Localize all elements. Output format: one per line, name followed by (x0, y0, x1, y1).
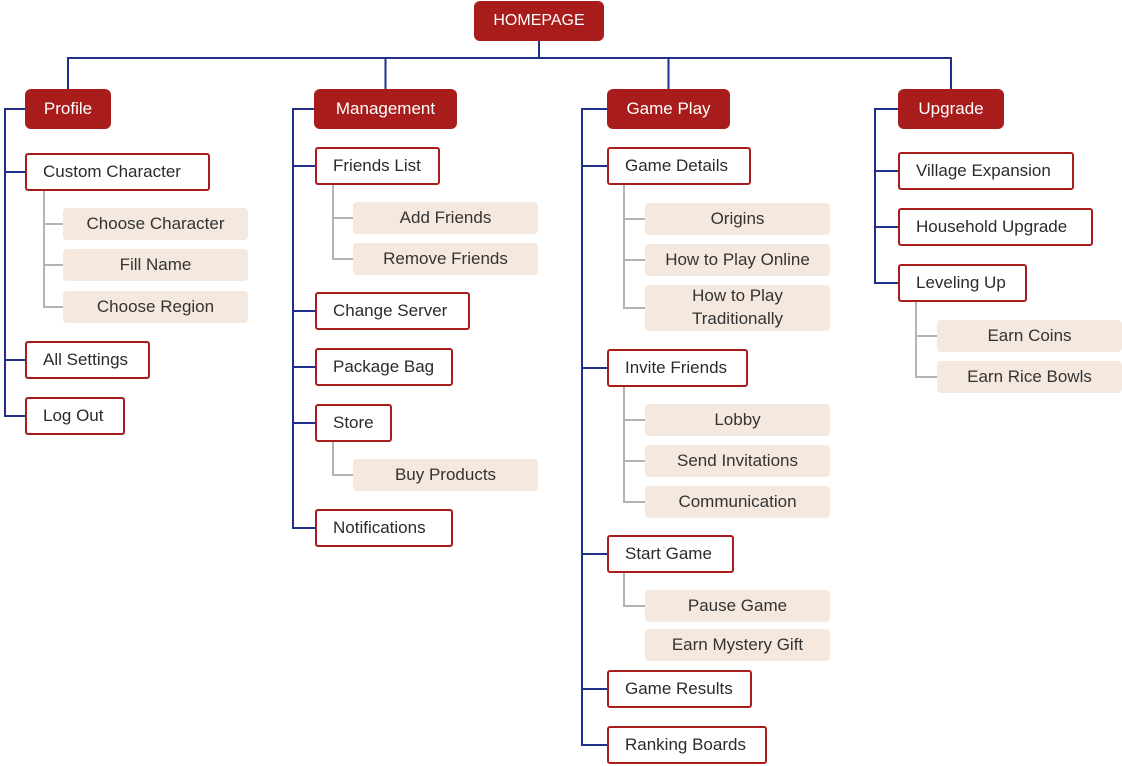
node-log-out[interactable]: Log Out (25, 397, 125, 435)
leaf-remove-friends[interactable]: Remove Friends (353, 243, 538, 275)
node-game-results[interactable]: Game Results (607, 670, 752, 708)
node-invite-friends[interactable]: Invite Friends (607, 349, 748, 387)
category-management[interactable]: Management (314, 89, 457, 129)
node-ranking-boards[interactable]: Ranking Boards (607, 726, 767, 764)
node-leveling-up[interactable]: Leveling Up (898, 264, 1027, 302)
node-custom-character[interactable]: Custom Character (25, 153, 210, 191)
node-household-upgrade[interactable]: Household Upgrade (898, 208, 1093, 246)
leaf-origins[interactable]: Origins (645, 203, 830, 235)
category-game-play[interactable]: Game Play (607, 89, 730, 129)
node-package-bag[interactable]: Package Bag (315, 348, 453, 386)
leaf-choose-character[interactable]: Choose Character (63, 208, 248, 240)
leaf-how-to-play-traditionally[interactable]: How to Play Traditionally (645, 285, 830, 331)
leaf-buy-products[interactable]: Buy Products (353, 459, 538, 491)
leaf-choose-region[interactable]: Choose Region (63, 291, 248, 323)
leaf-earn-rice-bowls[interactable]: Earn Rice Bowls (937, 361, 1122, 393)
leaf-send-invitations[interactable]: Send Invitations (645, 445, 830, 477)
node-all-settings[interactable]: All Settings (25, 341, 150, 379)
leaf-how-to-play-online[interactable]: How to Play Online (645, 244, 830, 276)
leaf-fill-name[interactable]: Fill Name (63, 249, 248, 281)
node-notifications[interactable]: Notifications (315, 509, 453, 547)
leaf-earn-mystery-gift[interactable]: Earn Mystery Gift (645, 629, 830, 661)
node-friends-list[interactable]: Friends List (315, 147, 440, 185)
category-profile[interactable]: Profile (25, 89, 111, 129)
leaf-earn-coins[interactable]: Earn Coins (937, 320, 1122, 352)
node-change-server[interactable]: Change Server (315, 292, 470, 330)
node-game-details[interactable]: Game Details (607, 147, 751, 185)
root-node-homepage[interactable]: HOMEPAGE (474, 1, 604, 41)
leaf-communication[interactable]: Communication (645, 486, 830, 518)
leaf-pause-game[interactable]: Pause Game (645, 590, 830, 622)
leaf-add-friends[interactable]: Add Friends (353, 202, 538, 234)
category-upgrade[interactable]: Upgrade (898, 89, 1004, 129)
leaf-lobby[interactable]: Lobby (645, 404, 830, 436)
node-start-game[interactable]: Start Game (607, 535, 734, 573)
node-store[interactable]: Store (315, 404, 392, 442)
node-village-expansion[interactable]: Village Expansion (898, 152, 1074, 190)
